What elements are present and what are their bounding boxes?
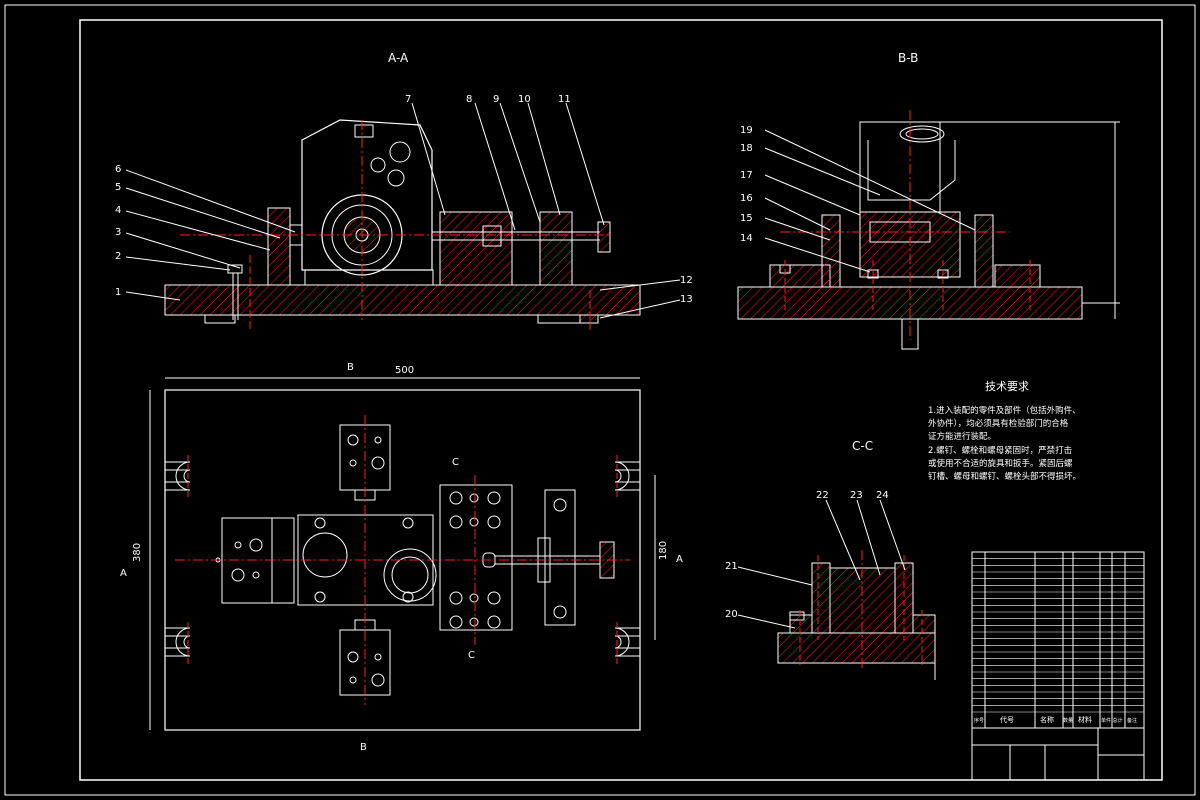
- parts-list: [971, 551, 1145, 781]
- tech-requirements-line: 2.螺钉、螺栓和螺母紧固时，严禁打击: [928, 445, 1072, 456]
- part-label: 17: [740, 170, 753, 181]
- part-label: 24: [876, 490, 889, 501]
- part-label: 7: [405, 94, 411, 105]
- part-label: 22: [816, 490, 829, 501]
- part-labels-cc: 21 20 22 23 24: [725, 490, 889, 620]
- tech-requirements-line: 或使用不合适的旋具和扳手。紧固后螺: [928, 458, 1073, 469]
- section-mark-a-left: A: [120, 568, 127, 579]
- part-label: 19: [740, 125, 753, 136]
- part-label: 13: [680, 294, 693, 305]
- part-label: 1: [115, 287, 121, 298]
- section-view-bb: B-B: [737, 51, 1120, 350]
- view-title-aa: A-A: [388, 51, 409, 65]
- part-label: 23: [850, 490, 863, 501]
- part-label: 9: [493, 94, 499, 105]
- col-remark: 备注: [1127, 717, 1137, 724]
- part-label: 20: [725, 609, 738, 620]
- part-label: 6: [115, 164, 121, 175]
- col-code: 代号: [1000, 715, 1014, 724]
- section-mark-c-bottom: C: [468, 650, 475, 661]
- tech-requirements: 技术要求 1.进入装配的零件及部件（包括外购件、 外协件），均必须具有检验部门的…: [928, 380, 1081, 482]
- part-label: 15: [740, 213, 753, 224]
- part-label: 3: [115, 227, 121, 238]
- dimension-plan-width: 500: [395, 365, 414, 376]
- outer-border: [4, 4, 1196, 796]
- view-title-bb: B-B: [898, 51, 918, 65]
- part-label: 12: [680, 275, 693, 286]
- col-seq: 序号: [974, 717, 984, 724]
- part-label: 14: [740, 233, 753, 244]
- part-label: 16: [740, 193, 753, 204]
- part-label: 18: [740, 143, 753, 154]
- part-label: 11: [558, 94, 571, 105]
- part-label: 8: [466, 94, 472, 105]
- section-mark-c-top: C: [452, 457, 459, 468]
- tech-requirements-line: 钉槽、螺母和螺钉、螺栓头部不得损坏。: [928, 471, 1081, 482]
- inner-border: [79, 19, 1163, 781]
- section-view-cc: C-C: [737, 439, 936, 680]
- part-label: 5: [115, 182, 121, 193]
- parts-list-header: 序号 代号 名称 数量 材料 单件 总计 备注: [974, 715, 1137, 724]
- dimension-plan-height: 380: [132, 543, 143, 562]
- part-label: 10: [518, 94, 531, 105]
- tech-requirements-line: 1.进入装配的零件及部件（包括外购件、: [928, 405, 1081, 416]
- section-mark-b-bottom: B: [360, 742, 367, 753]
- col-qty: 数量: [1063, 717, 1073, 724]
- plan-view: 500 380 180 B B C C A A: [120, 362, 683, 753]
- col-material: 材料: [1078, 715, 1092, 724]
- section-mark-a-right: A: [676, 554, 683, 565]
- tech-requirements-line: 外协件），均必须具有检验部门的合格: [928, 418, 1069, 429]
- tech-requirements-line: 证方能进行装配。: [928, 431, 996, 442]
- tech-requirements-title: 技术要求: [985, 380, 1029, 393]
- dimension-slot-span: 180: [658, 541, 669, 560]
- col-weight: 单件 总计: [1101, 717, 1123, 724]
- part-label: 21: [725, 561, 738, 572]
- part-label: 4: [115, 205, 121, 216]
- part-label: 2: [115, 251, 121, 262]
- view-title-cc: C-C: [852, 439, 873, 453]
- section-mark-b-top: B: [347, 362, 354, 373]
- part-labels-bb: 19 18 17 16 15 14: [740, 125, 753, 244]
- section-view-aa: A-A: [125, 51, 681, 330]
- col-name: 名称: [1040, 715, 1054, 724]
- part-labels-aa: 1 2 3 4 5 6 7 8 9 10 11 12 13: [115, 94, 693, 305]
